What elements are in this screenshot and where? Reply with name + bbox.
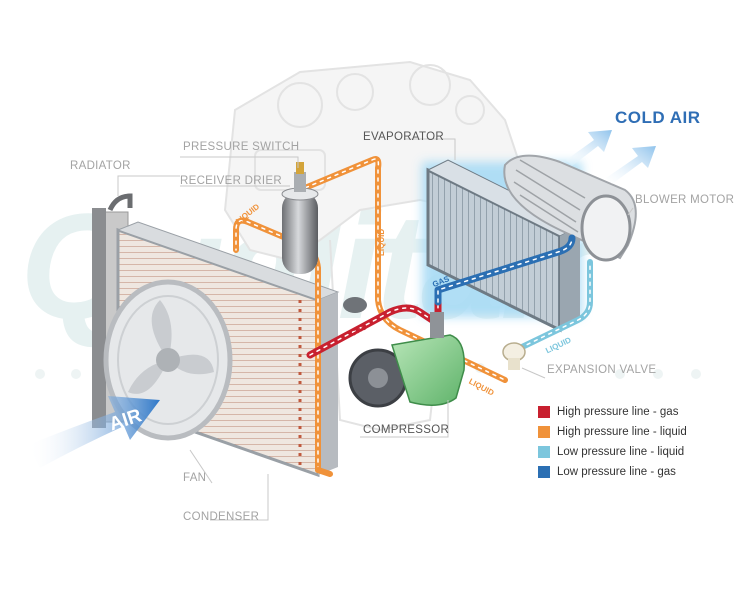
leader-lines [117,138,634,521]
label-pressure-switch: PRESSURE SWITCH [183,141,300,153]
blower-motor-graphic [503,154,637,262]
legend-text-high-gas: High pressure line - gas [557,406,679,418]
flow-liquid-2: LIQUID [377,229,386,256]
label-compressor: COMPRESSOR [363,424,450,436]
legend-item-low-gas: Low pressure line - gas [538,462,687,482]
label-radiator: RADIATOR [70,160,131,172]
legend-item-high-gas: High pressure line - gas [538,402,687,422]
expansion-valve-graphic [502,342,526,370]
legend-text-low-gas: Low pressure line - gas [557,466,676,478]
legend: High pressure line - gas High pressure l… [538,402,687,482]
label-evaporator: EVAPORATOR [363,131,444,143]
legend-swatch-low-liquid [538,446,550,458]
legend-text-low-liquid: Low pressure line - liquid [557,446,685,458]
label-receiver-drier: RECEIVER DRIER [180,175,282,187]
compressor-graphic [343,297,465,408]
label-blower-motor: BLOWER MOTOR [635,194,735,206]
label-fan: FAN [183,472,207,484]
cold-air-label: COLD AIR [615,108,701,127]
legend-swatch-high-gas [538,406,550,418]
watermark-stars [35,363,701,379]
legend-swatch-low-gas [538,466,550,478]
legend-swatch-high-liquid [538,426,550,438]
legend-text-high-liquid: High pressure line - liquid [557,426,687,438]
legend-item-low-liquid: Low pressure line - liquid [538,442,687,462]
receiver-drier-graphic [281,162,319,274]
flow-liquid-3: LIQUID [467,377,495,398]
cold-air-arrows [566,130,656,184]
air-arrow [28,396,160,468]
label-expansion-valve: EXPANSION VALVE [547,364,657,376]
legend-item-high-liquid: High pressure line - liquid [538,422,687,442]
label-condenser: CONDENSER [183,511,260,523]
